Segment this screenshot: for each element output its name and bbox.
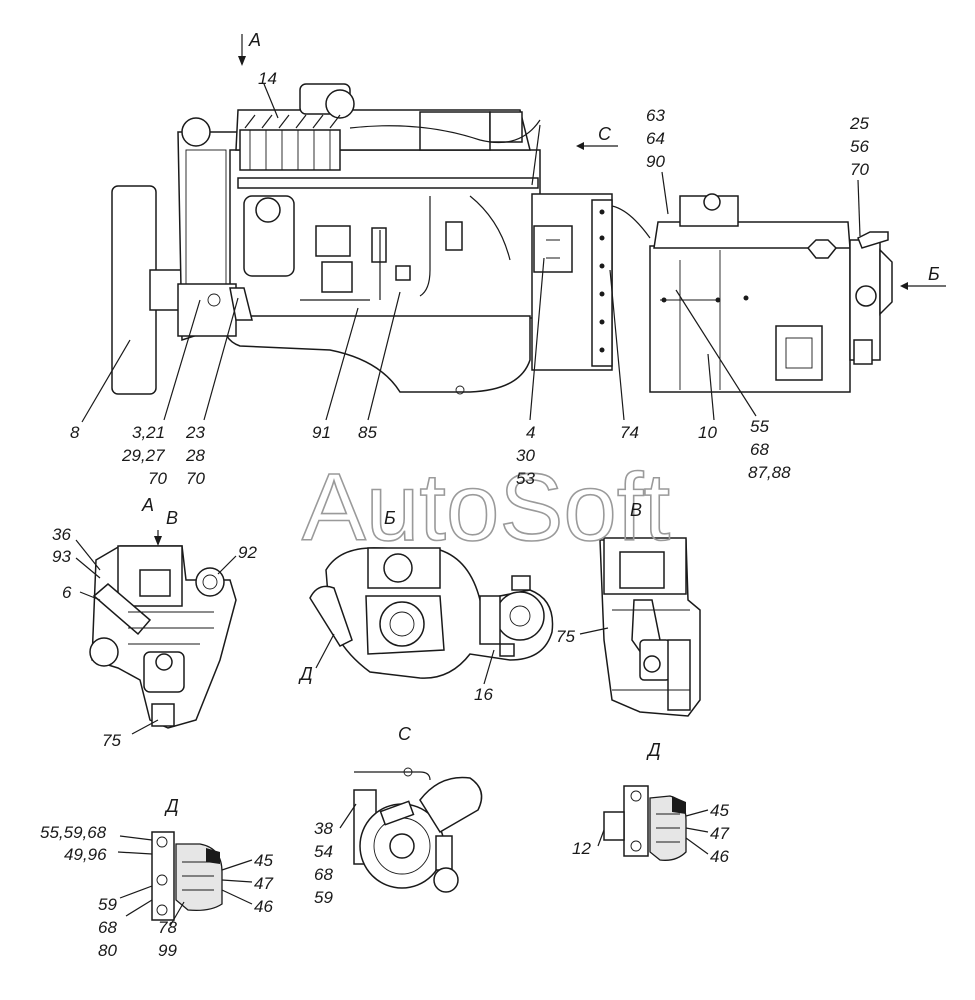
callout: 8 <box>70 423 80 442</box>
view-label-d-right: Д <box>646 740 661 760</box>
callout: 70 <box>186 469 205 488</box>
detail-b-pump <box>495 591 545 641</box>
callout: 6 <box>62 583 72 602</box>
callout: 93 <box>52 547 71 566</box>
callout: 14 <box>258 69 277 88</box>
detail-view-c <box>353 767 483 893</box>
callout: 46 <box>710 847 729 866</box>
callout: 23 <box>185 423 205 442</box>
callout: 75 <box>556 627 575 646</box>
callout: 53 <box>516 469 535 488</box>
oil-filter <box>243 195 295 277</box>
callout: 36 <box>52 525 71 544</box>
detail-view-a <box>89 530 237 729</box>
callout: 91 <box>312 423 331 442</box>
detail-view-d-left <box>117 831 253 927</box>
callout: 29,27 <box>121 446 165 465</box>
callout: 3,21 <box>132 423 165 442</box>
callout: 90 <box>646 152 665 171</box>
callout: 47 <box>710 824 729 843</box>
view-label-v-arrow: B <box>166 508 178 528</box>
watermark-text: AutoSoft <box>302 454 670 561</box>
callout: 55 <box>750 417 769 436</box>
callout: 49,96 <box>64 845 107 864</box>
view-label-a-detail: A <box>141 495 154 515</box>
callout: 68 <box>98 918 117 937</box>
view-label-d-in-b: Д <box>298 664 313 684</box>
fuel-rail <box>237 177 539 189</box>
callout: 12 <box>572 839 591 858</box>
view-label-d-left: Д <box>164 796 179 816</box>
detail-view-d-right <box>597 785 709 861</box>
callout: 16 <box>474 685 493 704</box>
callout: 80 <box>98 941 117 960</box>
engine-front-bracket <box>177 283 237 337</box>
view-label-b-detail: Б <box>384 508 396 528</box>
fuel-injection-lines <box>237 114 541 189</box>
detail-a-pipe <box>92 583 152 636</box>
callout: 25 <box>849 114 869 133</box>
engine-assembly-drawing <box>111 83 893 395</box>
output-flange <box>879 248 893 316</box>
callout: 64 <box>646 129 665 148</box>
callout: 70 <box>850 160 869 179</box>
detail-d-right-flange <box>623 785 649 857</box>
callout: 30 <box>516 446 535 465</box>
callout: 4 <box>526 423 535 442</box>
callout: 78 <box>158 918 177 937</box>
callout: 63 <box>646 106 665 125</box>
callout: 74 <box>620 423 639 442</box>
detail-d-left-flange <box>151 831 175 921</box>
dipstick-tube <box>445 221 463 251</box>
callout: 99 <box>158 941 177 960</box>
view-direction-arrows <box>238 34 946 290</box>
callout: 87,88 <box>748 463 791 482</box>
callout: 92 <box>238 543 257 562</box>
injection-pump <box>239 129 341 171</box>
pulley-hub <box>149 269 183 311</box>
callout: 10 <box>698 423 717 442</box>
view-label-c-detail: C <box>398 724 412 744</box>
callout: 38 <box>314 819 333 838</box>
detail-leader-lines <box>75 539 609 829</box>
callout: 45 <box>254 851 273 870</box>
leader-lines <box>81 83 861 423</box>
callout: 47 <box>254 874 273 893</box>
detail-view-b <box>309 547 554 679</box>
callout: 55,59,68 <box>40 823 107 842</box>
oil-pan <box>221 315 531 393</box>
view-label-v-detail: B <box>630 500 642 520</box>
callout: 45 <box>710 801 729 820</box>
callout: 59 <box>314 888 333 907</box>
detail-view-v <box>599 537 701 717</box>
view-label-b-top: Б <box>928 264 940 284</box>
callout: 56 <box>850 137 869 156</box>
view-label-a-top: A <box>248 30 261 50</box>
power-takeoff-flange <box>775 325 823 381</box>
callout: 85 <box>358 423 377 442</box>
callout: 46 <box>254 897 273 916</box>
callout: 59 <box>98 895 117 914</box>
callout: 54 <box>314 842 333 861</box>
callout: 75 <box>102 731 121 750</box>
callout: 68 <box>314 865 333 884</box>
view-label-c-top: C <box>598 124 612 144</box>
callout: 68 <box>750 440 769 459</box>
callout: 28 <box>185 446 205 465</box>
callout: 70 <box>148 469 167 488</box>
